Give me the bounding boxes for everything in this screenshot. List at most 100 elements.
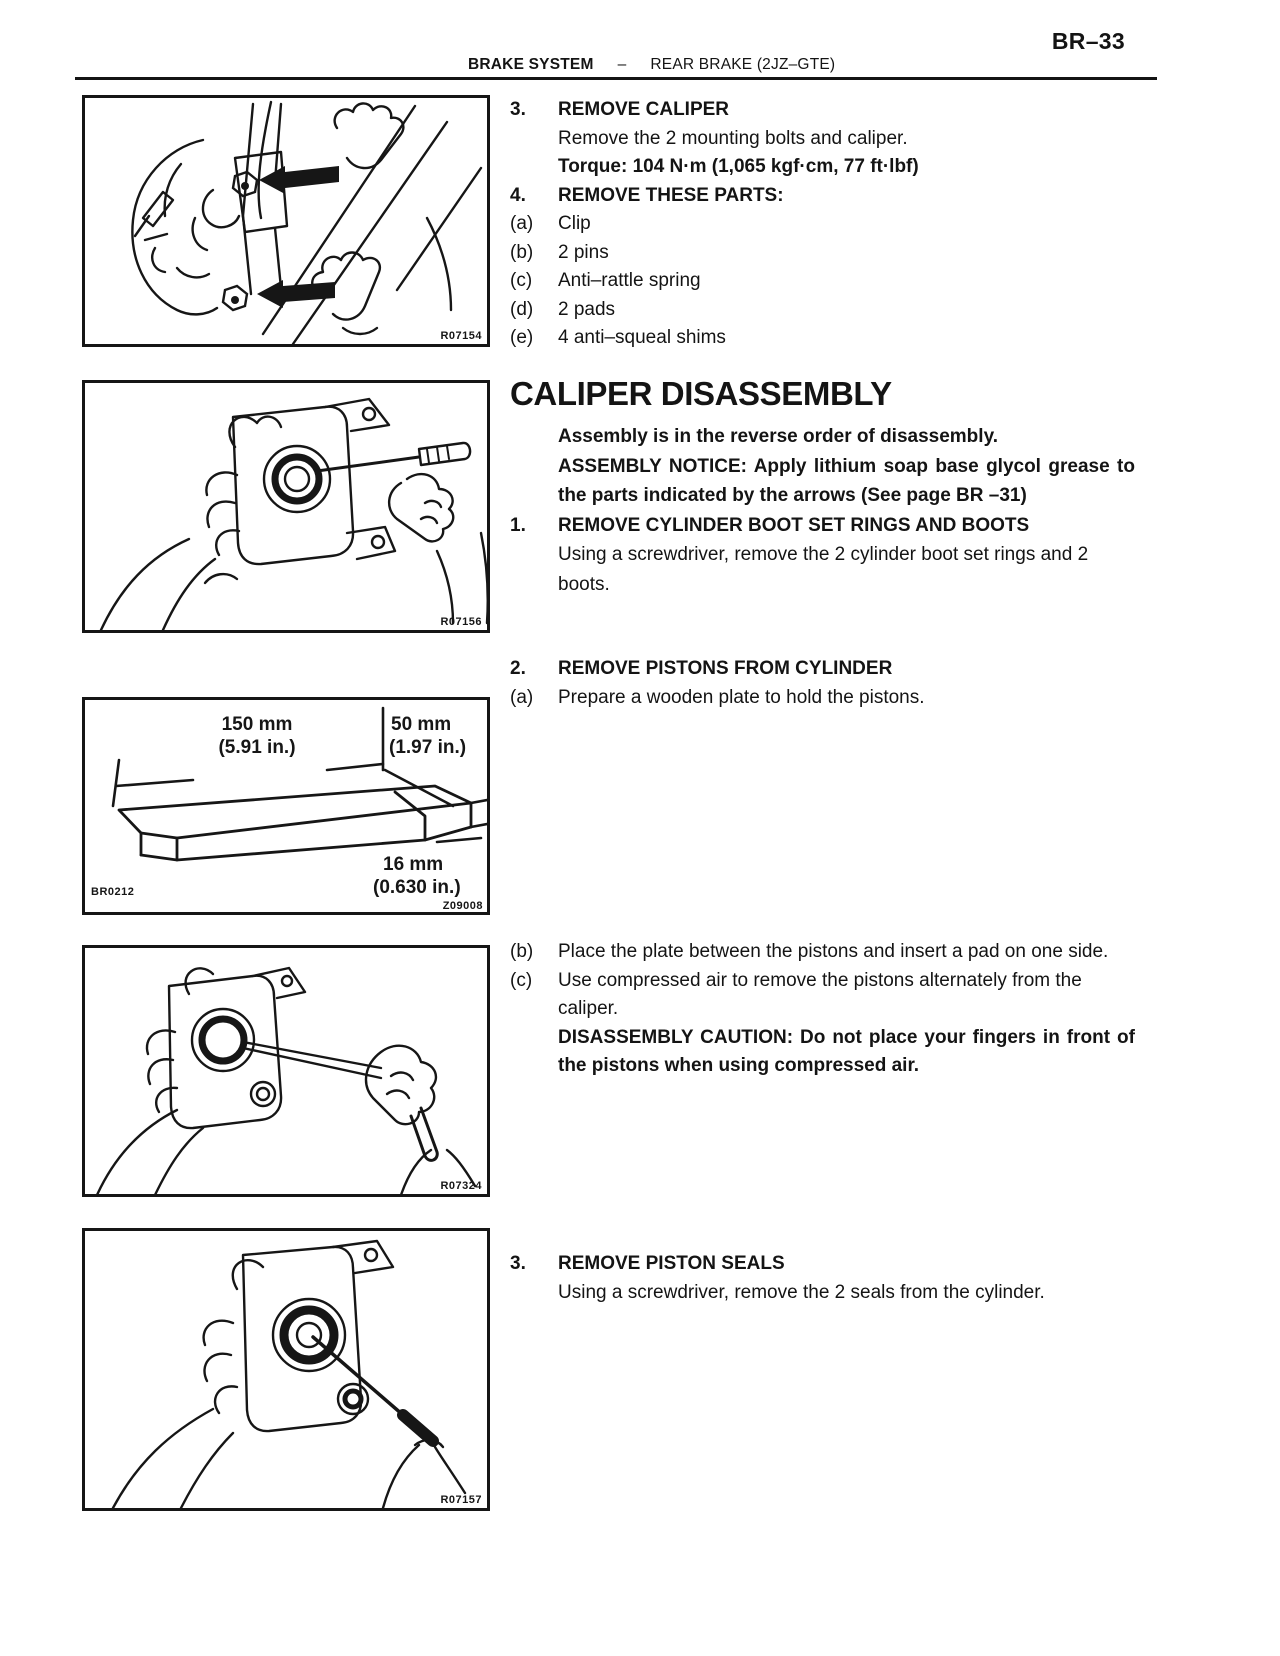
section-remove-piston-seals: 3. REMOVE PISTON SEALS Using a screwdriv… [510, 1250, 1135, 1307]
step-heading: 2. REMOVE PISTONS FROM CYLINDER [510, 655, 1135, 684]
section-title: CALIPER DISASSEMBLY [510, 375, 892, 412]
step-body-text: Using a screwdriver, remove the 2 cylind… [558, 544, 1089, 595]
screwdriver-icon [311, 1335, 439, 1447]
list-item-text: Anti–rattle spring [558, 270, 701, 291]
list-item-text: Clip [558, 213, 591, 234]
list-item: (a) Prepare a wooden plate to hold the p… [510, 684, 1135, 713]
list-item: (e) 4 anti–squeal shims [510, 324, 1135, 353]
dim-width-label: 50 mm [391, 714, 451, 735]
dim-thickness-label: 16 mm [383, 854, 443, 875]
step-number: 3. [510, 99, 526, 120]
caliper-body-drawing [241, 1239, 395, 1433]
plate-outline [117, 784, 473, 862]
axle-knuckle-drawing [131, 100, 483, 344]
step-heading: 1. REMOVE CYLINDER BOOT SET RINGS AND BO… [510, 511, 1135, 541]
figure-boot-set-rings: R07156 [82, 380, 490, 633]
figure-code: R07157 [440, 1494, 482, 1506]
list-item-label: (b) [510, 241, 534, 263]
step-title: REMOVE CYLINDER BOOT SET RINGS AND BOOTS [558, 514, 1030, 536]
step-title: REMOVE CALIPER [558, 99, 730, 120]
list-item-text: 2 pins [558, 241, 609, 263]
bolt-arrow-icon [257, 166, 339, 308]
breadcrumb: BRAKE SYSTEM – REAR BRAKE (2JZ–GTE) [468, 56, 835, 74]
step-title: REMOVE PISTONS FROM CYLINDER [558, 658, 893, 679]
hand-icon [96, 967, 477, 1194]
dim-length-inches-label: (5.91 in.) [218, 737, 295, 758]
note-line: Assembly is in the reverse order of disa… [510, 422, 1135, 452]
list-item: (d) 2 pads [510, 296, 1135, 325]
step-body: Using a screwdriver, remove the 2 cylind… [510, 540, 1135, 599]
list-item-text: Prepare a wooden plate to hold the pisto… [558, 686, 925, 708]
list-item: (c) Use compressed air to remove the pis… [510, 967, 1135, 1024]
caliper-removal-illustration [131, 100, 483, 344]
page-number: BR–33 [1051, 28, 1125, 54]
step-number: 1. [510, 514, 526, 536]
seal-removal-illustration [111, 1239, 467, 1508]
breadcrumb-section: BRAKE SYSTEM [468, 56, 594, 73]
hand-icon [99, 415, 487, 630]
torque-spec: Torque: 104 N·m (1,065 kgf·cm, 77 ft·lbf… [510, 153, 1135, 182]
torque-spec-text: Torque: 104 N·m (1,065 kgf·cm, 77 ft·lbf… [558, 156, 919, 177]
list-item: (c) Anti–rattle spring [510, 267, 1135, 296]
step-heading: 4. REMOVE THESE PARTS: [510, 182, 1135, 211]
dimension-labels: 150 mm (5.91 in.) 50 mm (1.97 in.) 16 mm… [218, 714, 466, 898]
breadcrumb-subsection: REAR BRAKE (2JZ–GTE) [650, 56, 836, 73]
figure-code: R07324 [440, 1180, 482, 1192]
caliper-body-drawing [167, 966, 307, 1130]
dim-thickness-inches-label: (0.630 in.) [373, 877, 461, 898]
header-rule [75, 77, 1157, 80]
dimension-lines [111, 706, 487, 844]
caliper-body-drawing [231, 397, 397, 566]
figure-code: Z09008 [442, 900, 483, 912]
breadcrumb-separator: – [617, 56, 627, 73]
step-body: Using a screwdriver, remove the 2 seals … [510, 1279, 1135, 1308]
screwdriver-icon [315, 441, 472, 473]
list-item-label: (a) [510, 213, 534, 234]
list-item: (b) Place the plate between the pistons … [510, 938, 1135, 967]
reverse-order-note: Assembly is in the reverse order of disa… [558, 426, 999, 447]
list-item: (b) 2 pins [510, 239, 1135, 268]
step-body-text: Using a screwdriver, remove the 2 seals … [558, 1281, 1045, 1303]
list-item-label: (c) [510, 270, 533, 291]
figure-wooden-plate: 150 mm (5.91 in.) 50 mm (1.97 in.) 16 mm… [82, 697, 490, 915]
figure-piston-seals: R07157 [82, 1228, 490, 1511]
list-item-text: 4 anti–squeal shims [558, 327, 726, 348]
dim-length-label: 150 mm [222, 714, 293, 735]
step-body-text: Remove the 2 mounting bolts and caliper. [558, 127, 908, 149]
section-pistons-continued: (b) Place the plate between the pistons … [510, 938, 1135, 1081]
figure-compressed-air: R07324 [82, 945, 490, 1197]
step-heading: 3. REMOVE CALIPER [510, 96, 1135, 125]
step-number: 2. [510, 658, 526, 679]
list-item-label: (e) [510, 327, 534, 348]
boot-ring-removal-illustration [99, 397, 487, 630]
list-item-label: (c) [510, 969, 533, 991]
list-item-label: (a) [510, 686, 534, 708]
section-caliper-disassembly: CALIPER DISASSEMBLY Assembly is in the r… [510, 374, 1135, 599]
list-item-text: Place the plate between the pistons and … [558, 941, 1109, 962]
step-number: 4. [510, 184, 526, 206]
assembly-notice-text: ASSEMBLY NOTICE: Apply lithium soap base… [558, 455, 1135, 507]
step-heading: 3. REMOVE PISTON SEALS [510, 1250, 1135, 1279]
wooden-plate-diagram: 150 mm (5.91 in.) 50 mm (1.97 in.) 16 mm… [111, 706, 487, 898]
list-item: (a) Clip [510, 210, 1135, 239]
list-item-text: 2 pads [558, 298, 616, 320]
list-item-label: (b) [510, 941, 534, 962]
list-item-text: Use compressed air to remove the pistons… [558, 969, 1082, 1020]
assembly-notice: ASSEMBLY NOTICE: Apply lithium soap base… [510, 452, 1135, 511]
caution-note: DISASSEMBLY CAUTION: Do not place your f… [510, 1024, 1135, 1081]
caution-note-text: DISASSEMBLY CAUTION: Do not place your f… [558, 1026, 1135, 1077]
hand-icon [311, 102, 405, 336]
figure-remove-caliper: R07154 [82, 95, 490, 347]
hand-icon [111, 1259, 467, 1508]
piston-removal-illustration [96, 966, 477, 1194]
dim-width-inches-label: (1.97 in.) [389, 737, 466, 758]
step-number: 3. [510, 1253, 526, 1274]
section-remove-pistons: 2. REMOVE PISTONS FROM CYLINDER (a) Prep… [510, 655, 1135, 712]
step-body: Remove the 2 mounting bolts and caliper. [510, 125, 1135, 154]
figure-code: R07154 [440, 330, 482, 342]
figure-code: BR0212 [91, 886, 135, 898]
list-item-label: (d) [510, 298, 534, 320]
mounting-bolt-icon [221, 170, 259, 312]
step-title: REMOVE PISTON SEALS [558, 1253, 785, 1274]
